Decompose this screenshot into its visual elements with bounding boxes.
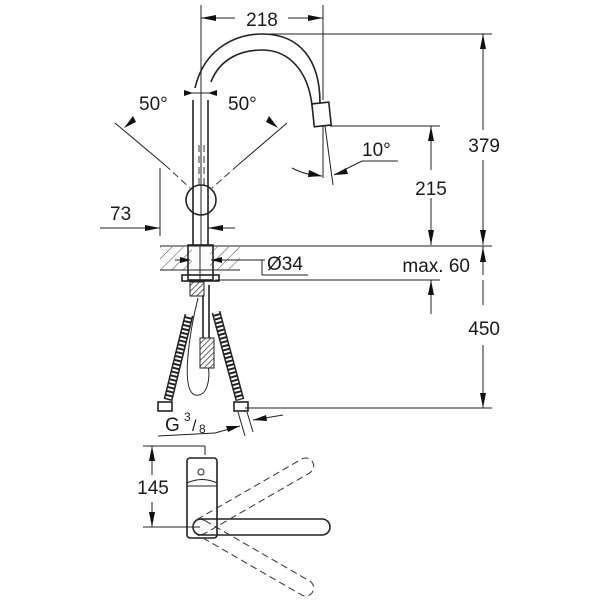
top-view: 145 — [137, 445, 331, 597]
dim-heights: 379 215 — [160, 33, 500, 247]
right-angle-label: 50° — [228, 94, 257, 115]
supply-hoses — [157, 281, 492, 437]
lever-handle — [192, 518, 331, 536]
spout-height-label: 215 — [415, 179, 447, 200]
left-angle-label: 50° — [139, 94, 168, 115]
lever-offset-label: 73 — [110, 204, 131, 225]
spout — [184, 33, 333, 245]
deck-thickness-label: max. 60 — [402, 256, 470, 277]
dim-spray-angle: 10° — [291, 125, 398, 186]
hose-length-label: 450 — [468, 319, 500, 340]
hole-diameter-label: Ø34 — [267, 254, 303, 275]
dim-hose-length: 450 — [468, 280, 500, 408]
total-height-label: 379 — [468, 136, 500, 157]
dim-spout-reach: 218 — [200, 5, 324, 245]
thread-numerator-label: 3 — [184, 410, 191, 424]
dim-lever-angles: 50° 50° — [114, 94, 288, 189]
spout-reach-label: 218 — [246, 10, 278, 31]
thread-slash: / — [192, 418, 197, 435]
dim-lever-offset: 73 — [100, 168, 235, 236]
thread-prefix-label: G — [165, 415, 180, 436]
spray-angle-label: 10° — [362, 140, 391, 161]
lever-knob — [185, 184, 217, 216]
top-view-depth-label: 145 — [137, 478, 169, 499]
thread-denominator-label: 8 — [199, 422, 206, 436]
deck-mount: Ø34 max. 60 — [160, 244, 486, 314]
dim-thread: G 3 / 8 — [157, 410, 284, 437]
